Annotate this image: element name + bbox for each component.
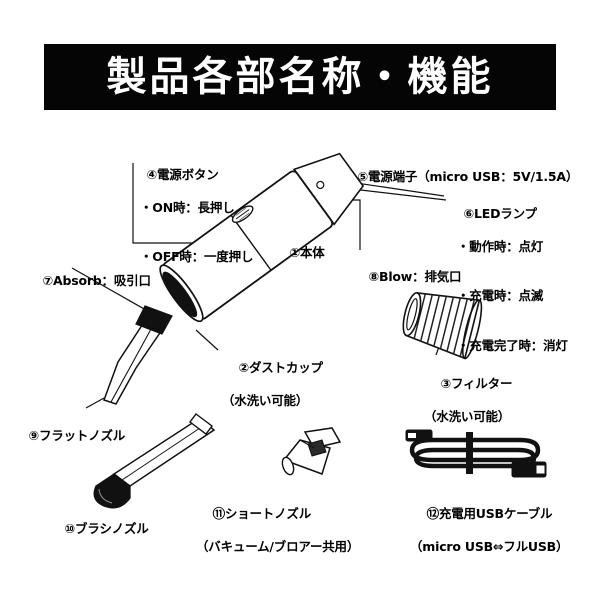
callout-led-lamp-note-complete: ・充電完了時：消灯: [457, 337, 568, 353]
callout-usb-cable-title: ⑫充電用USBケーブル: [426, 505, 553, 521]
main-body-illustration: [159, 152, 365, 323]
callout-power-terminal-title: ⑤電源端子（micro USB：5V/1.5A）: [357, 168, 579, 184]
callout-power-button-note-on: ・ON時：長押し: [140, 199, 235, 215]
callout-short-nozzle-note: （バキューム/ブロアー共用）: [196, 538, 360, 554]
led-lamp-indicator: [316, 180, 325, 190]
filter-far-rim: [462, 299, 483, 360]
callout-flat-nozzle: ⑨フラットノズル: [12, 411, 126, 461]
power-button[interactable]: [230, 203, 255, 225]
callout-short-nozzle-title: ⑪ショートノズル: [212, 505, 312, 521]
callout-brush-nozzle-title: ⑩ブラシノズル: [64, 520, 149, 536]
callout-body-title: ①本体: [289, 244, 325, 260]
absorb-opening: [162, 271, 198, 318]
callout-led-lamp-note-charging: ・充電時：点滅: [457, 288, 544, 303]
callout-filter-note: （水洗い可能）: [424, 408, 511, 424]
callout-body: ①本体: [273, 228, 325, 278]
callout-blow-port-title: ⑧Blow：排気口: [368, 268, 462, 284]
callout-dust-cup-title: ②ダストカップ: [238, 359, 323, 375]
callout-filter-title: ③フィルター: [440, 375, 513, 391]
filter-illustration: [402, 292, 483, 360]
body-seam: [230, 214, 272, 271]
callout-flat-nozzle-title: ⑨フラットノズル: [28, 427, 126, 443]
callout-led-lamp-note-operating: ・動作時：点灯: [457, 238, 544, 254]
callout-power-button-title: ④電源ボタン: [146, 166, 219, 182]
full-usb-connector: [511, 461, 547, 478]
callout-power-terminal: ⑤電源端子（micro USB：5V/1.5A）: [341, 152, 579, 202]
callout-dust-cup-note: （水洗い可能）: [222, 392, 309, 408]
callout-usb-cable: ⑫充電用USBケーブル （micro USB⇔フルUSB）: [410, 489, 568, 588]
callout-power-button: ④電源ボタン ・ON時：長押し ・OFF時：一度押し: [130, 150, 253, 299]
callout-led-lamp: ⑥LEDランプ ・動作時：点灯 ・充電時：点滅 ・充電完了時：消灯: [447, 189, 568, 387]
callout-led-lamp-title: ⑥LEDランプ: [463, 205, 537, 221]
attached-nozzle-collar: [135, 305, 173, 335]
attached-flat-nozzle: [103, 305, 173, 405]
page-title-banner: 製品各部名称・機能: [44, 44, 556, 110]
brush-head: [93, 473, 131, 509]
page-title: 製品各部名称・機能: [106, 54, 494, 100]
callout-dust-cup: ②ダストカップ （水洗い可能）: [222, 343, 323, 442]
micro-usb-connector: [405, 429, 433, 442]
callout-brush-nozzle: ⑩ブラシノズル: [48, 504, 149, 554]
leader-flat-nozzle: [85, 397, 105, 409]
brush-nozzle-illustration: [93, 413, 216, 509]
callout-power-button-note-off: ・OFF時：一度押し: [140, 249, 254, 264]
cable-tie: [466, 432, 473, 474]
short-nozzle-illustration: [281, 427, 342, 476]
callout-short-nozzle: ⑪ショートノズル （バキューム/ブロアー共用）: [196, 489, 359, 588]
leader-dust-cup: [195, 329, 219, 351]
callout-filter: ③フィルター （水洗い可能）: [424, 359, 512, 458]
short-nozzle-opening: [281, 456, 295, 476]
callout-absorb-port-title: ⑦Absorb：吸引口: [42, 272, 151, 288]
usb-cable-illustration: [405, 429, 547, 478]
callout-usb-cable-note: （micro USB⇔フルUSB）: [410, 538, 569, 554]
callout-absorb-port: ⑦Absorb：吸引口: [26, 256, 151, 306]
callout-blow-port: ⑧Blow：排気口: [352, 252, 462, 302]
